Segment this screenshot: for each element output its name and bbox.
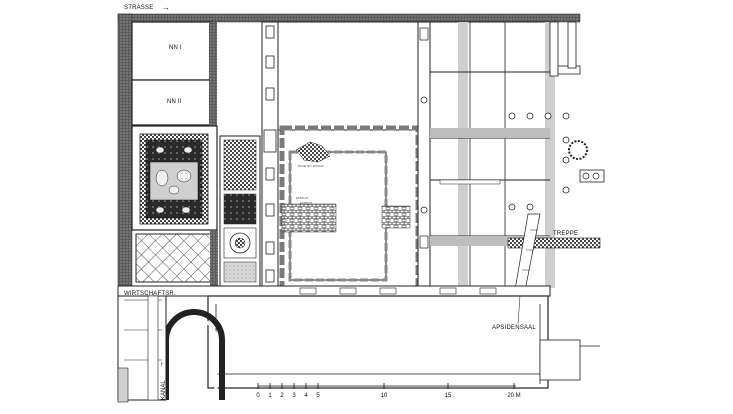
- apsidensaal-leader: [517, 295, 521, 325]
- scale-tick-label: 0: [256, 393, 260, 399]
- corridor-rosette-inner: [234, 237, 246, 249]
- round-feature: [568, 140, 588, 160]
- mosaic-figure-7: [181, 206, 191, 214]
- lattice-east-wall: [210, 230, 218, 286]
- scale-tick-label: 10: [380, 393, 388, 399]
- west-outer-wall: [117, 13, 133, 287]
- scale-tick-label: 5: [316, 393, 320, 399]
- stone-patch-1: [281, 203, 337, 233]
- mosaic-figure-1: [155, 169, 169, 187]
- stair-band: [507, 237, 601, 249]
- corridor-mosaic-d: [223, 261, 257, 283]
- mosaic-figure-3: [168, 185, 180, 195]
- note-estrich-1: ESTRICH: [296, 197, 309, 200]
- corridor-mosaic-b: [223, 193, 257, 225]
- scale-tick-label: 4: [304, 393, 308, 399]
- note-mosaic-room: RAUM MIT MOSAIK: [298, 165, 324, 168]
- scale-tick-label: 15: [444, 393, 452, 399]
- mosaic-figure-5: [183, 146, 193, 154]
- mosaic-figure-6: [155, 206, 165, 214]
- room-nn2-label: NN II: [167, 99, 182, 105]
- column-base-2: [420, 206, 428, 214]
- upper-hall: [277, 21, 419, 131]
- street-wall: [117, 13, 581, 23]
- apsidal-hall: [207, 295, 549, 389]
- mosaic-fragment: [295, 141, 331, 163]
- kanal-arrow-icon: →: [158, 360, 165, 368]
- apse-arch: [163, 309, 225, 400]
- room-nn2: [131, 79, 213, 126]
- small-annex: [579, 169, 605, 183]
- corridor-mosaic-a: [223, 139, 257, 191]
- mosaic-figure-4: [155, 146, 165, 154]
- stone-patch-2: [381, 205, 411, 229]
- scale-tick-label: 3: [292, 393, 296, 399]
- street-label: STRASSE: [124, 5, 154, 11]
- lattice-floor: [135, 233, 213, 283]
- kanal-label: KANAL: [161, 380, 167, 400]
- room-nn1-label: NN I: [169, 45, 182, 51]
- room-nn1: [131, 21, 213, 81]
- nn-east-wall: [209, 22, 217, 128]
- mosaic-figure-2: [176, 169, 192, 183]
- scale-bar: [257, 383, 516, 389]
- scale-tick-label: 1: [268, 393, 272, 399]
- wirtschaftsraum-label: WIRTSCHAFTSR.: [124, 291, 176, 297]
- scale-tick-label: 2: [280, 393, 284, 399]
- scale-tick-label: 20 M: [507, 393, 521, 399]
- apsidensaal-label: APSIDENSAAL: [492, 325, 536, 331]
- street-arrow-icon: →: [162, 3, 171, 12]
- corridor-rosette: [229, 232, 251, 254]
- column-base-1: [420, 96, 428, 104]
- kanal: [117, 367, 129, 403]
- treppe-label: TREPPE: [553, 231, 579, 237]
- note-estrich-2: ESTRICH: [300, 202, 313, 205]
